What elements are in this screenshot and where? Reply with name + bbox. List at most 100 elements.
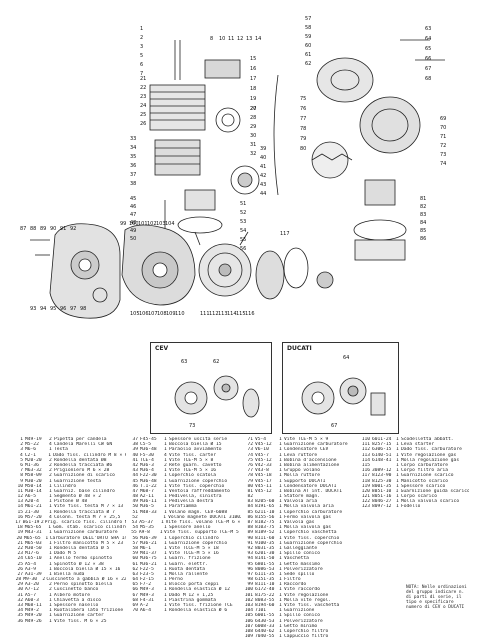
- callout-number: 79: [300, 136, 306, 142]
- callout-number: 117: [280, 231, 290, 237]
- part-description: Candela Marelli CW 6N: [54, 442, 113, 448]
- callout-number: 24: [140, 103, 146, 109]
- part-number: 93: [247, 551, 253, 557]
- part-code: 6440-62: [255, 628, 275, 634]
- part-description: Getto minimo: [284, 623, 318, 629]
- part-quantity: 1: [279, 494, 282, 500]
- part-description: Vite TCE-M 5 × 9: [284, 437, 329, 442]
- part-code: 8051-16: [372, 494, 392, 500]
- part-description: Vite TCE-M 5 × 8: [169, 457, 214, 463]
- part-number: 106: [244, 618, 253, 624]
- part-code: M49-19: [25, 437, 42, 442]
- part-quantity: 1: [49, 540, 52, 546]
- part-code: 8097-12: [372, 504, 392, 510]
- part-quantity: 1: [164, 488, 167, 494]
- callout-number: 103: [156, 221, 166, 227]
- crankcase-left-group: [30, 223, 121, 319]
- part-quantity: 1: [49, 566, 52, 572]
- part-quantity: 1: [279, 473, 282, 479]
- part-code: F45-45: [140, 437, 157, 442]
- part-description: Cilindro: [54, 483, 77, 489]
- part-description: Spillo conico: [284, 551, 320, 557]
- part-code: 8155-56: [255, 514, 275, 520]
- part-quantity: 2: [49, 473, 52, 479]
- part-quantity: 1: [164, 468, 167, 474]
- part-description: Vite fiss. volano TCE-M 6 × 18: [165, 520, 241, 525]
- callout-number: 48: [130, 220, 136, 226]
- part-quantity: 1: [279, 530, 282, 536]
- part-number: 36: [17, 618, 23, 624]
- part-quantity: 1: [279, 442, 282, 448]
- part-code: 8111-60: [255, 535, 275, 541]
- part-code: M36-75: [140, 556, 157, 562]
- part-quantity: 1: [279, 478, 282, 484]
- callout-number: 95: [50, 306, 56, 312]
- callout-number: 15: [250, 56, 256, 62]
- part-description: Valvola aria: [284, 499, 318, 505]
- part-code: 8141-50: [255, 556, 275, 562]
- part-quantity: 1: [164, 597, 167, 603]
- part-code: A3-20: [25, 582, 39, 588]
- part-number: 88: [247, 525, 253, 531]
- part-number: 15: [17, 509, 23, 515]
- callout-number: 67: [425, 66, 431, 72]
- part-number: 62: [132, 566, 138, 572]
- part-number: 97: [247, 571, 253, 577]
- part-description: Vite TCCE-M 5 × 16: [169, 551, 219, 557]
- part-number: 16: [17, 514, 23, 520]
- callout-number: 43: [260, 182, 266, 188]
- part-quantity: 2: [49, 587, 52, 593]
- part-quantity: 1: [279, 509, 282, 515]
- part-number: 68: [132, 597, 138, 603]
- part-number: 37: [132, 437, 138, 442]
- part-description: Guarnizione di scarico: [54, 473, 115, 479]
- callout-number: 68: [425, 76, 431, 82]
- part-code: M49-26: [25, 618, 42, 624]
- part-description: Dado fiss. cilindro M 8 × 6: [53, 452, 126, 458]
- part-number: 20: [16, 535, 22, 541]
- part-description: Guarn. frizione: [169, 556, 211, 562]
- callout-number: 90: [50, 226, 56, 232]
- part-number: 90: [247, 535, 253, 541]
- part-number: 12: [17, 494, 23, 500]
- callout-number: 60: [305, 43, 311, 49]
- part-number: 69: [132, 603, 138, 608]
- part-quantity: 1: [164, 603, 167, 608]
- part-code: 6001-55: [255, 613, 275, 619]
- callout-number: 66: [425, 56, 431, 62]
- part-description: Pedivella destra: [169, 499, 214, 505]
- part-number: 43: [132, 468, 138, 474]
- part-description: Spessore nasello: [54, 603, 99, 608]
- part-number: 85: [247, 509, 253, 515]
- callout-number: 109: [166, 311, 176, 317]
- part-code: M36-39: [140, 535, 157, 541]
- part-quantity: 1: [164, 540, 167, 546]
- part-quantity: 2: [49, 462, 52, 468]
- part-description: Molla regolazione gas: [401, 457, 460, 463]
- part-quantity: 4: [49, 514, 52, 520]
- part-code: M36-48: [140, 447, 157, 453]
- part-number: 34: [17, 608, 23, 614]
- part-description: Pedivella, sinistra: [169, 494, 222, 500]
- part-description: Rondella elastica Ø 12: [169, 587, 230, 593]
- part-number: 29: [17, 582, 23, 588]
